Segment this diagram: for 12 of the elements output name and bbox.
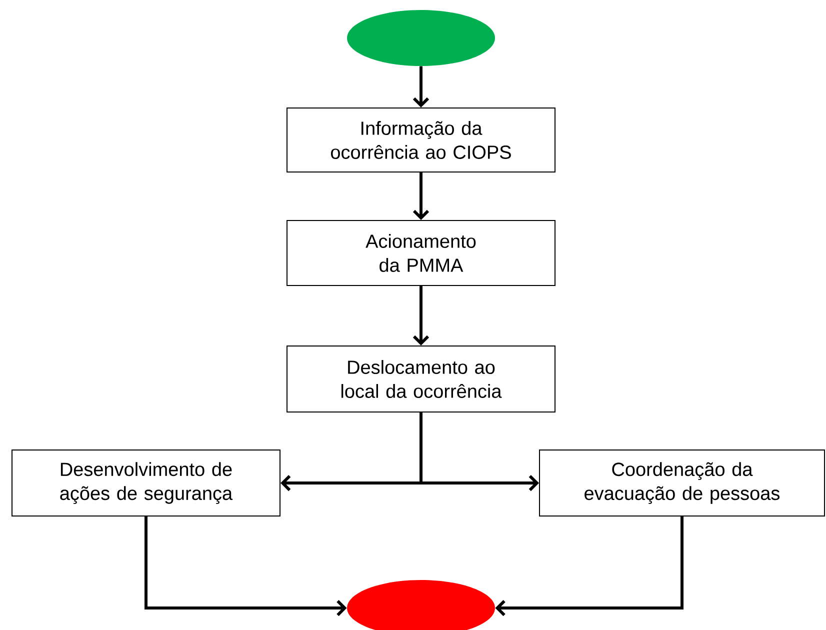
arrow [412, 286, 430, 346]
arrow [420, 412, 539, 492]
arrow [412, 172, 430, 220]
process-box: Desenvolvimento de ações de segurança [12, 450, 280, 516]
arrow [412, 66, 430, 108]
process-box: Deslocamento ao local da ocorrência [286, 346, 556, 412]
arrow [495, 516, 684, 616]
process-box: Acionamento da PMMA [286, 220, 556, 286]
arrow [144, 516, 347, 616]
process-box: Coordenação da evacuação de pessoas [539, 450, 825, 516]
process-box: Informação da ocorrência ao CIOPS [286, 108, 556, 172]
terminal-ellipse [347, 10, 495, 66]
